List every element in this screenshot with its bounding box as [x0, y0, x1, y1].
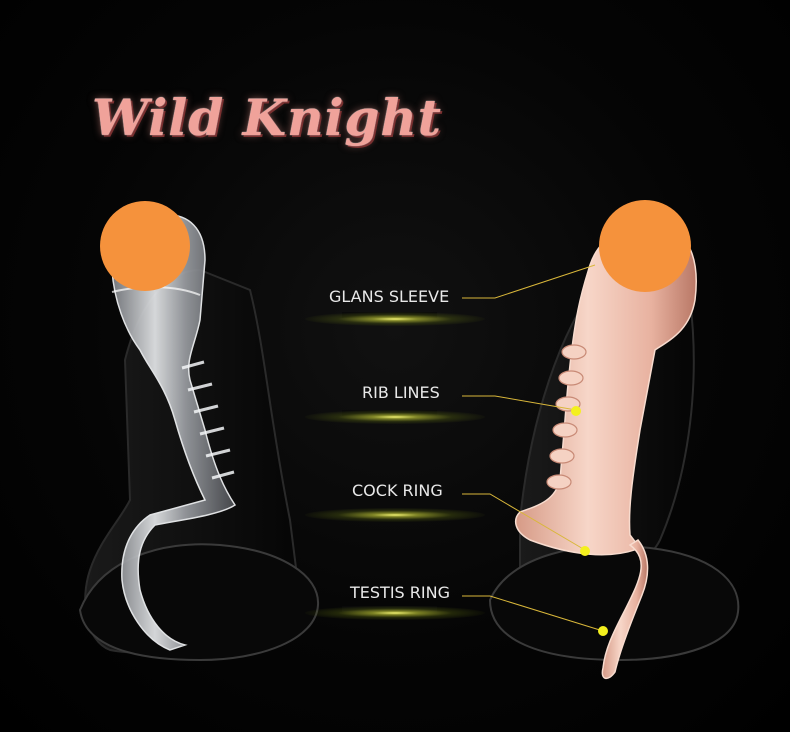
clear-sleeve-product [100, 201, 237, 651]
label-rib-lines: RIB LINES [362, 383, 440, 402]
label-testis-ring: TESTIS RING [350, 583, 450, 602]
glow-glans [305, 312, 485, 326]
marker-cock [580, 546, 590, 556]
marker-testis [598, 626, 608, 636]
glow-rib [305, 410, 485, 424]
brand-title: Wild Knight [92, 88, 442, 147]
glow-testis [305, 606, 485, 620]
censor-dot-right [599, 200, 691, 292]
marker-rib [571, 406, 581, 416]
flesh-sleeve-product [514, 200, 697, 680]
leader-glans [462, 264, 596, 299]
callout-markers [571, 406, 608, 636]
leader-cock [462, 493, 586, 551]
leader-testis [462, 595, 604, 632]
callout-lines [462, 264, 604, 632]
label-glans-sleeve: GLANS SLEEVE [329, 287, 450, 306]
label-cock-ring: COCK RING [352, 481, 443, 500]
leader-rib [462, 395, 577, 411]
glow-cock [305, 508, 485, 522]
censor-dot-left [100, 201, 190, 291]
